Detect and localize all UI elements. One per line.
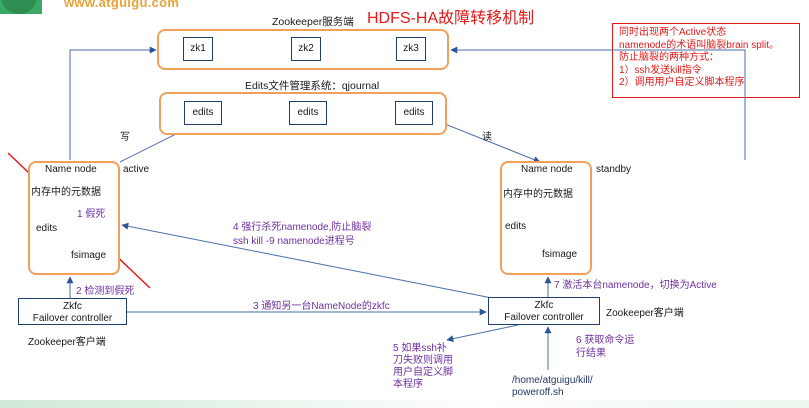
zk-node-3: zk3 [396,37,426,61]
script-path: /home/atguigu/kill/ poweroff.sh [512,375,593,399]
step-5-line: 本程序 [393,379,423,390]
step-6-line: 行结果 [576,348,606,359]
journal-edits-3: edits [395,101,433,125]
step-5-line: 5 如果ssh补 [393,343,447,354]
step-5-script: 5 如果ssh补 刀失败则调用 用户自定义脚 本程序 [393,343,453,391]
arrow-call-script [446,324,519,343]
step-6-result: 6 获取命令运 行结果 [576,334,634,360]
journal-label: Edits文件管理系统：qjournal [245,80,380,92]
step-4-kill-line2: ssh kill -9 namenode进程号 [233,236,355,247]
diagram-title: HDFS-HA故障转移机制 [367,10,535,27]
note-line: namenode的术语叫脑裂brain split。 [619,39,780,51]
script-path-line: poweroff.sh [512,387,564,398]
arrow-left-to-zookeeper [69,46,157,160]
note-line: 同时出现两个Active状态 [619,27,727,38]
note-line: 2）调用用户自定义脚本程序 [619,77,745,88]
step-7-activate: 7 激活本台namenode，切换为Active [554,280,717,291]
left-namenode-fsimage: fsimage [71,250,107,261]
step-6-line: 6 获取命令运 [576,335,635,346]
right-zkfc-box: Zkfc Failover controller [488,297,600,325]
right-namenode-title: Name node [521,164,573,175]
step-3-notify: 3 通知另一台NameNode的zkfc [253,301,390,312]
right-zkfc-role: Failover controller [504,312,584,323]
left-namenode-state: active [123,164,150,175]
journal-edits-2: edits [289,101,327,125]
zk-node-2: zk2 [291,37,321,61]
step-5-line: 刀失败则调用 [393,355,453,366]
logo-bar [0,0,220,14]
right-namenode-edits: edits [505,221,527,232]
right-namenode-box [500,161,592,275]
logo-icon [2,0,36,14]
right-zkfc-name: Zkfc [534,300,554,311]
step-1-fake-death: 1 假死 [77,209,106,220]
left-namenode-box [28,161,120,275]
arrow-read [439,121,541,163]
left-namenode-metadata: 内存中的元数据 [31,187,101,198]
left-namenode-edits: edits [36,223,58,234]
arrow-kill [121,222,493,299]
footer-strip [0,400,809,408]
left-zkfc-name: Zkfc [63,301,82,312]
arrow-right-to-zookeeper [450,46,746,160]
brain-split-note: 同时出现两个Active状态 namenode的术语叫脑裂brain split… [612,23,800,98]
left-zkfc-role: Failover controller [32,313,113,324]
left-zkfc-box: Zkfc Failover controller [18,298,127,325]
right-zkfc-client-label: Zookeeper客户端 [606,308,684,319]
journal-edits-1: edits [184,101,222,125]
script-path-line: /home/atguigu/kill/ [512,375,593,386]
left-zkfc-client-label: Zookeeper客户端 [28,337,106,348]
right-namenode-state: standby [596,164,632,175]
write-label: 写 [120,132,130,143]
left-namenode-title: Name node [45,164,97,175]
right-namenode-fsimage: fsimage [542,249,578,260]
step-2-detect: 2 检测到假死 [76,286,135,297]
read-label: 读 [482,132,492,143]
step-5-line: 用户自定义脚 [393,367,453,378]
zk-node-1: zk1 [183,37,213,61]
logo-text: www.atguigu.com [64,0,180,10]
right-namenode-metadata: 内存中的元数据 [503,189,573,200]
note-line: 防止脑裂的两种方式： [619,52,719,63]
step-4-kill-line1: 4 强行杀死namenode,防止脑裂 [233,222,372,233]
note-line: 1）ssh发送kill指令 [619,64,702,76]
zookeeper-label: Zookeeper服务端 [272,16,354,28]
